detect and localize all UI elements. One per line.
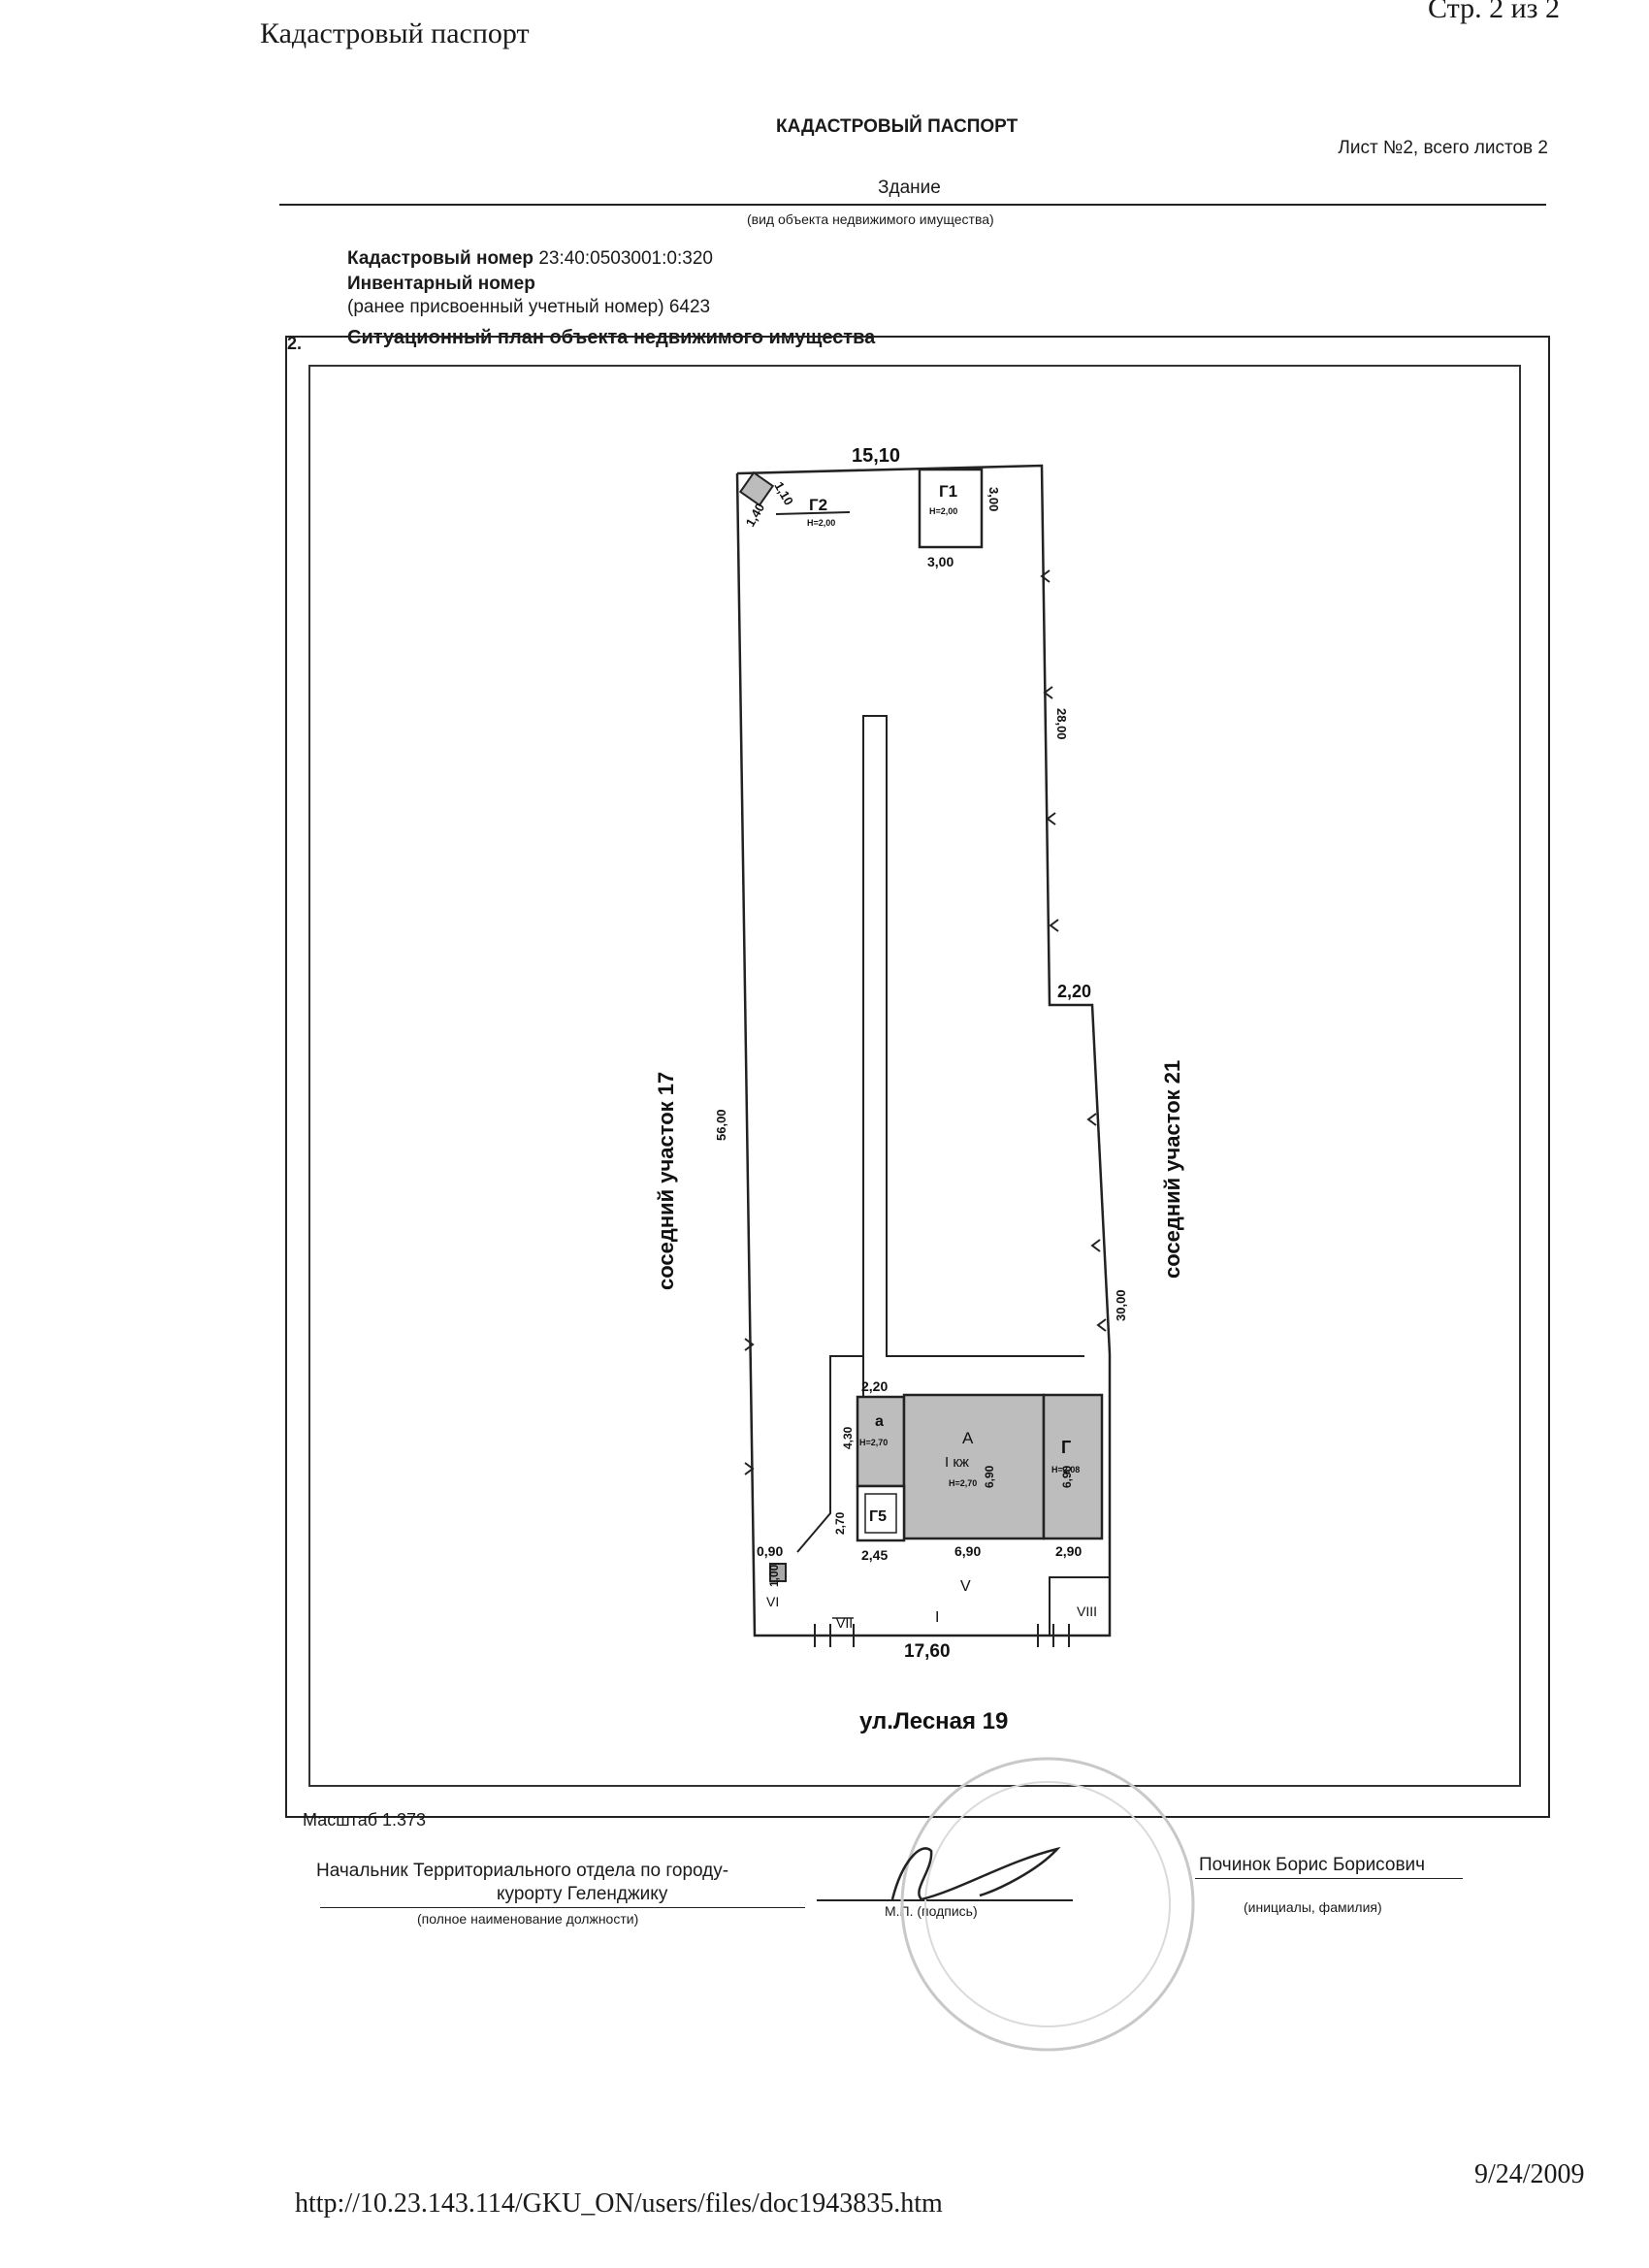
dim-right-upper: 28,00 [1054, 708, 1069, 740]
sheet-info: Лист №2, всего листов 2 [1338, 138, 1548, 158]
dim-top: 15,10 [852, 445, 900, 467]
dim-g2-a: 1,10 [771, 479, 796, 507]
cadastral-number: 23:40:0503001:0:320 [538, 248, 713, 269]
dim-main-width: 6,90 [954, 1543, 981, 1559]
object-type: Здание [878, 178, 941, 198]
label-viii: VIII [1077, 1604, 1097, 1619]
building-g [1042, 1393, 1104, 1540]
label-main-h: Н=2,70 [949, 1478, 977, 1488]
building-main-a [902, 1393, 1046, 1540]
signature-caption: М.П. (подпись) [885, 1903, 978, 1919]
label-g2: Г2 [809, 496, 827, 514]
inventory-label: Инвентарный номер [347, 274, 535, 294]
dim-g5-width: 2,45 [861, 1547, 888, 1563]
label-main-sub: I кж [945, 1454, 969, 1471]
left-neighbor-label: соседний участок 17 [654, 1072, 678, 1290]
dim-vi-width: 0,90 [757, 1543, 783, 1559]
label-a-small: а [875, 1413, 884, 1430]
signature-line [817, 1899, 1073, 1901]
name-underline [1195, 1878, 1463, 1879]
dim-right-lower: 30,00 [1114, 1289, 1128, 1321]
inner-path [862, 715, 1084, 1397]
building-g2 [738, 470, 775, 507]
position-underline [320, 1907, 805, 1908]
dim-a-width: 2,20 [861, 1378, 888, 1394]
dim-g-height: 6,90 [1060, 1465, 1074, 1488]
dim-vi-height: 1,00 [767, 1564, 781, 1587]
label-g5: Г5 [869, 1508, 887, 1525]
name-caption: (инициалы, фамилия) [1244, 1899, 1382, 1915]
object-type-caption: (вид объекта недвижимого имущества) [747, 211, 994, 227]
boundary-ticks [744, 569, 1107, 1475]
dim-step: 2,20 [1057, 982, 1091, 1001]
label-vii: VII [836, 1615, 853, 1631]
dim-g2-b: 1,40 [743, 501, 768, 529]
prior-number-row: (ранее присвоенный учетный номер) 6423 [347, 297, 710, 318]
cadastral-row: Кадастровый номер 23:40:0503001:0:320 [347, 248, 713, 270]
dim-g1-height: 3,00 [986, 487, 1001, 511]
dim-a-height: 4,30 [841, 1426, 855, 1449]
dim-bottom: 17,60 [904, 1641, 951, 1662]
label-v: V [960, 1578, 971, 1595]
official-stamp [890, 1757, 1195, 2052]
section-number: 2. [287, 334, 303, 353]
print-header-page-counter: Стр. 2 из 2 [1428, 0, 1560, 24]
label-g-h: Н=2,08 [1051, 1465, 1080, 1474]
section-title: Ситуационный план объекта недвижимого им… [347, 327, 876, 348]
object-type-line [279, 204, 1546, 206]
position-line-2: курорту Геленджику [497, 1884, 668, 1904]
dim-main-height: 6,90 [983, 1465, 996, 1488]
print-header-title: Кадастровый паспорт [260, 17, 530, 49]
label-g2-h: Н=2,00 [807, 518, 835, 528]
label-g1: Г1 [939, 482, 957, 501]
prior-number: 6423 [668, 297, 711, 317]
dim-g1-width: 3,00 [927, 554, 954, 569]
label-main: А [962, 1429, 974, 1447]
position-line-1: Начальник Территориального отдела по гор… [316, 1861, 729, 1881]
dim-g-width: 2,90 [1055, 1543, 1082, 1559]
signature-scribble [890, 1846, 1061, 1901]
plan-frame-inner [308, 365, 1521, 1787]
inner-yard [796, 1355, 863, 1553]
label-a-small-h: Н=2,70 [859, 1438, 888, 1447]
label-g1-h: Н=2,00 [929, 506, 957, 516]
print-footer-date: 9/24/2009 [1474, 2159, 1585, 2189]
print-footer-url: http://10.23.143.114/GKU_ON/users/files/… [295, 2188, 943, 2219]
plan-frame-outer [285, 336, 1550, 1818]
dim-g5-height: 2,70 [833, 1511, 847, 1535]
fence-ticks [814, 1624, 1070, 1647]
position-caption: (полное наименование должности) [417, 1911, 639, 1927]
dim-left: 56,00 [714, 1109, 728, 1141]
official-name: Починок Борис Борисович [1199, 1855, 1426, 1875]
form-heading: КАДАСТРОВЫЙ ПАСПОРТ [776, 116, 1018, 137]
scale-label: Масштаб 1:373 [303, 1810, 427, 1830]
label-i: I [935, 1609, 939, 1626]
cadastral-label: Кадастровый номер [347, 248, 534, 269]
label-g: Г [1061, 1438, 1071, 1457]
building-vi [769, 1563, 787, 1582]
prior-number-label: (ранее присвоенный учетный номер) [347, 297, 664, 317]
building-g1 [918, 468, 984, 549]
right-neighbor-label: соседний участок 21 [1160, 1060, 1184, 1279]
label-vi: VI [766, 1594, 779, 1609]
street-label: ул.Лесная 19 [859, 1708, 1008, 1734]
area-viii [1049, 1576, 1110, 1636]
